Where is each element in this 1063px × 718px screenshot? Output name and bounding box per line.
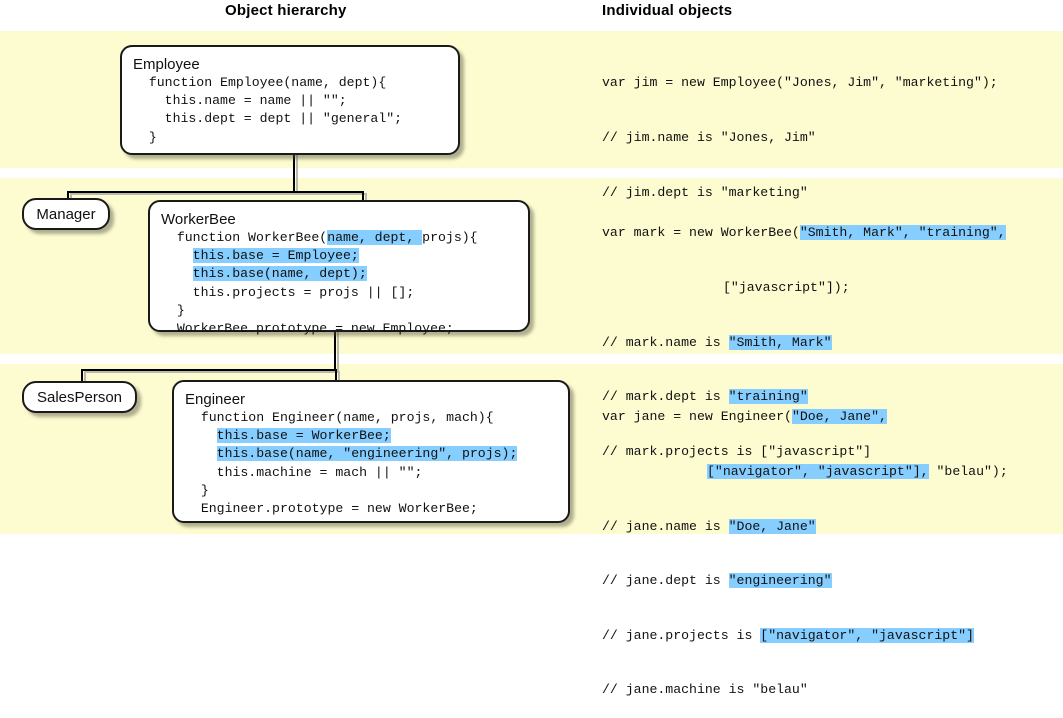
node-workerbee-code-line-2: this.base = Employee; [161, 247, 518, 265]
connector-employee-down-shadow [296, 155, 298, 193]
node-manager[interactable]: Manager [22, 198, 110, 230]
jane-declaration-line-1: var jane = new Engineer("Doe, Jane", [602, 408, 1008, 426]
node-engineer-code-line-1: function Engineer(name, projs, mach){ [185, 410, 494, 425]
jane-comment-machine: // jane.machine is "belau" [602, 682, 808, 698]
jim-declaration: var jim = new Employee("Jones, Jim", "ma… [602, 75, 998, 91]
node-engineer-code-line-3: this.base(name, "engineering", projs); [185, 445, 558, 463]
jane-decl-args-highlight: "Doe, Jane", [791, 409, 887, 425]
jane-decl-projects-highlight: ["navigator", "javascript"], [707, 464, 929, 480]
mark-declaration-line-2: ["javascript"]); [723, 280, 850, 296]
jane-declaration-line-2: ["navigator", "javascript"], "belau"); [602, 463, 1008, 481]
jane-decl-prefix: var jane = new Engineer( [602, 409, 792, 425]
eng-indent-2 [185, 446, 217, 461]
object-example-mark: var mark = new WorkerBee("Smith, Mark", … [602, 188, 1006, 479]
jane-comment-projects-value: ["navigator", "javascript"] [760, 627, 974, 643]
node-engineer-title: Engineer [185, 391, 246, 408]
eng-base-call-highlight: this.base(name, "engineering", projs); [216, 446, 518, 462]
jane-comment-dept: // jane.dept is "engineering" [602, 572, 1008, 590]
connector-workerbee-bar [81, 369, 337, 371]
wb-indent-1 [161, 248, 193, 263]
column-header-individual-objects: Individual objects [602, 2, 733, 19]
mark-declaration-line-1: var mark = new WorkerBee("Smith, Mark", … [602, 224, 1006, 242]
jane-decl-machine: "belau"); [928, 464, 1008, 480]
node-workerbee-code-line-6: WorkerBee.prototype = new Employee; [161, 321, 454, 337]
connector-workerbee-down-shadow [337, 332, 339, 371]
jane-comment-name-prefix: // jane.name is [602, 518, 729, 534]
eng-base-assign-highlight: this.base = WorkerBee; [216, 428, 391, 444]
connector-employee-down [293, 155, 295, 193]
mark-decl-prefix: var mark = new WorkerBee( [602, 225, 800, 241]
wb-fn-prefix: function WorkerBee( [161, 230, 328, 245]
wb-fn-suffix: projs){ [422, 230, 478, 245]
node-employee[interactable]: Employee function Employee(name, dept){ … [120, 45, 460, 155]
node-employee-code-line-1: function Employee(name, dept){ [133, 75, 387, 90]
node-employee-title: Employee [133, 56, 200, 73]
node-workerbee-code-line-4: this.projects = projs || []; [161, 284, 415, 300]
jane-comment-projects-prefix: // jane.projects is [602, 627, 761, 643]
jim-comment-dept: // jim.dept is "marketing" [602, 184, 808, 200]
object-example-jane: var jane = new Engineer("Doe, Jane", ["n… [602, 372, 1008, 718]
jim-comment-name: // jim.name is "Jones, Jim" [602, 130, 816, 146]
node-workerbee-title: WorkerBee [161, 211, 236, 228]
node-engineer[interactable]: Engineer function Engineer(name, projs, … [172, 380, 570, 523]
connector-employee-bar [67, 191, 364, 193]
jane-comment-name: // jane.name is "Doe, Jane" [602, 518, 1008, 536]
mark-comment-dept-value: "training" [728, 389, 808, 405]
connector-workerbee-down [334, 332, 336, 371]
jane-comment-dept-value: "engineering" [728, 573, 832, 589]
wb-base-assign-highlight: this.base = Employee; [192, 248, 359, 264]
mark-comment-dept: // mark.dept is "training" [602, 388, 1006, 406]
jane-comment-name-value: "Doe, Jane" [728, 518, 816, 534]
connector-salesperson-drop-shadow [84, 371, 86, 389]
connector-engineer-drop [335, 369, 337, 387]
node-engineer-code-line-6: Engineer.prototype = new WorkerBee; [185, 501, 478, 517]
eng-indent-1 [185, 428, 217, 443]
wb-indent-2 [161, 266, 193, 281]
node-workerbee-code-line-5: } [161, 302, 185, 318]
jane-comment-projects: // jane.projects is ["navigator", "javas… [602, 627, 1008, 645]
node-employee-code-line-2: this.name = name || ""; [133, 93, 347, 109]
connector-workerbee-bar-shadow [84, 371, 340, 373]
mark-comment-dept-prefix: // mark.dept is [602, 389, 729, 405]
node-employee-code-line-4: } [133, 129, 157, 145]
connector-employee-bar-shadow [70, 193, 367, 195]
node-engineer-code-line-5: } [185, 482, 209, 498]
node-workerbee-code-line-3: this.base(name, dept); [161, 265, 518, 283]
mark-comment-name: // mark.name is "Smith, Mark" [602, 334, 1006, 352]
mark-comment-name-value: "Smith, Mark" [728, 334, 832, 350]
object-example-jim: var jim = new Employee("Jones, Jim", "ma… [602, 38, 998, 220]
node-workerbee-code-line-1: function WorkerBee(name, dept, projs){ [161, 229, 518, 247]
jane-comment-dept-prefix: // jane.dept is [602, 573, 729, 589]
wb-base-call-highlight: this.base(name, dept); [192, 266, 367, 282]
node-salesperson[interactable]: SalesPerson [22, 381, 137, 413]
node-engineer-code-line-2: this.base = WorkerBee; [185, 427, 558, 445]
node-manager-title: Manager [36, 205, 96, 223]
node-workerbee[interactable]: WorkerBee function WorkerBee(name, dept,… [148, 200, 530, 336]
node-engineer-code-line-4: this.machine = mach || ""; [185, 464, 423, 480]
node-employee-code-line-3: this.dept = dept || "general"; [133, 111, 403, 127]
column-header-object-hierarchy: Object hierarchy [225, 2, 347, 19]
mark-comment-projects: // mark.projects is ["javascript"] [602, 443, 872, 459]
mark-comment-name-prefix: // mark.name is [602, 334, 729, 350]
wb-fn-args-highlight: name, dept, [327, 230, 423, 245]
mark-decl-args-highlight: "Smith, Mark", "training", [799, 225, 1006, 241]
connector-workerbee-drop [362, 191, 364, 207]
node-salesperson-title: SalesPerson [36, 388, 123, 406]
connector-salesperson-drop [81, 369, 83, 387]
